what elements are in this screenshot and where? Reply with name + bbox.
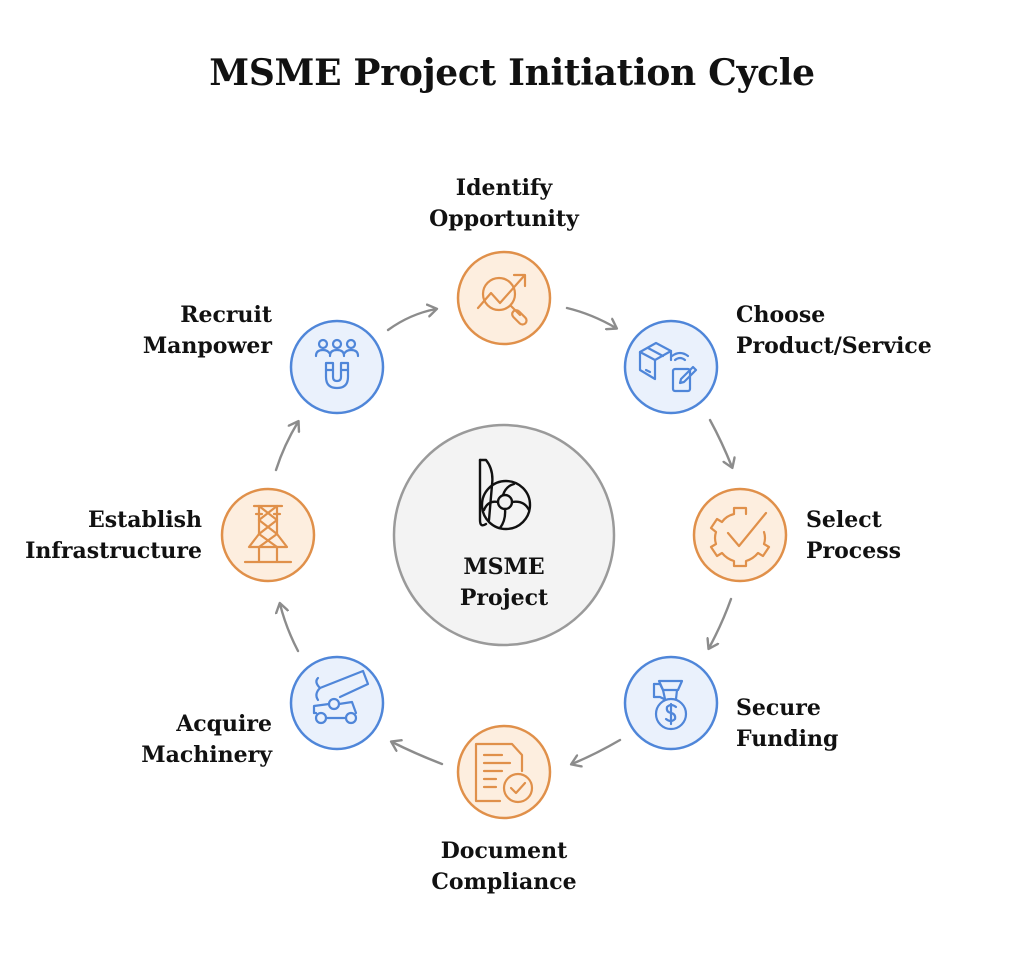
chart-search-icon <box>476 273 528 326</box>
step-node-choose-product-service <box>623 319 719 415</box>
gear-check-icon <box>709 506 771 568</box>
step-node-secure-funding <box>623 655 719 751</box>
step-label-establish-infrastructure: Establish Infrastructure <box>25 507 202 564</box>
step-node-select-process <box>692 487 788 583</box>
step-label-secure-funding: Secure Funding <box>736 695 839 752</box>
arrow-document-to-acquire <box>392 742 444 766</box>
arrow-establish-to-recruit <box>274 422 298 472</box>
arrow-identify-to-choose <box>565 306 616 328</box>
cycle-arrows <box>274 306 733 766</box>
arrow-secure-to-document <box>572 738 622 764</box>
diagram-title: MSME Project Initiation Cycle <box>209 52 815 94</box>
center-label-line1: MSME <box>463 554 545 580</box>
step-node-establish-infrastructure <box>220 487 316 583</box>
stylized-b-logo-icon <box>478 458 532 531</box>
center-label-line2: Project <box>459 585 549 611</box>
step-label-choose-product-service: Choose Product/Service <box>736 302 932 359</box>
step-label-recruit-manpower: Recruit Manpower <box>142 302 272 359</box>
center-node <box>392 423 616 647</box>
step-node-identify-opportunity <box>456 250 552 346</box>
step-label-select-process: Select Process <box>806 507 901 564</box>
step-label-acquire-machinery: Acquire Machinery <box>141 711 272 768</box>
arrow-choose-to-select <box>708 418 732 467</box>
step-node-recruit-manpower <box>289 319 385 415</box>
arrow-select-to-secure <box>709 597 733 648</box>
tower-icon <box>243 504 293 564</box>
document-check-icon <box>474 742 534 804</box>
center-label: MSME Project <box>404 552 604 614</box>
arrow-acquire-to-establish <box>280 604 300 653</box>
money-bag-icon <box>652 679 688 731</box>
crane-vehicle-icon <box>312 669 370 725</box>
arrow-recruit-to-identify <box>386 309 436 332</box>
step-node-document-compliance <box>456 724 552 820</box>
step-label-document-compliance: Document Compliance <box>431 838 577 895</box>
step-label-identify-opportunity: Identify Opportunity <box>429 175 579 232</box>
step-node-acquire-machinery <box>289 655 385 751</box>
box-tablet-icon <box>638 341 698 393</box>
people-magnet-icon <box>314 338 360 390</box>
